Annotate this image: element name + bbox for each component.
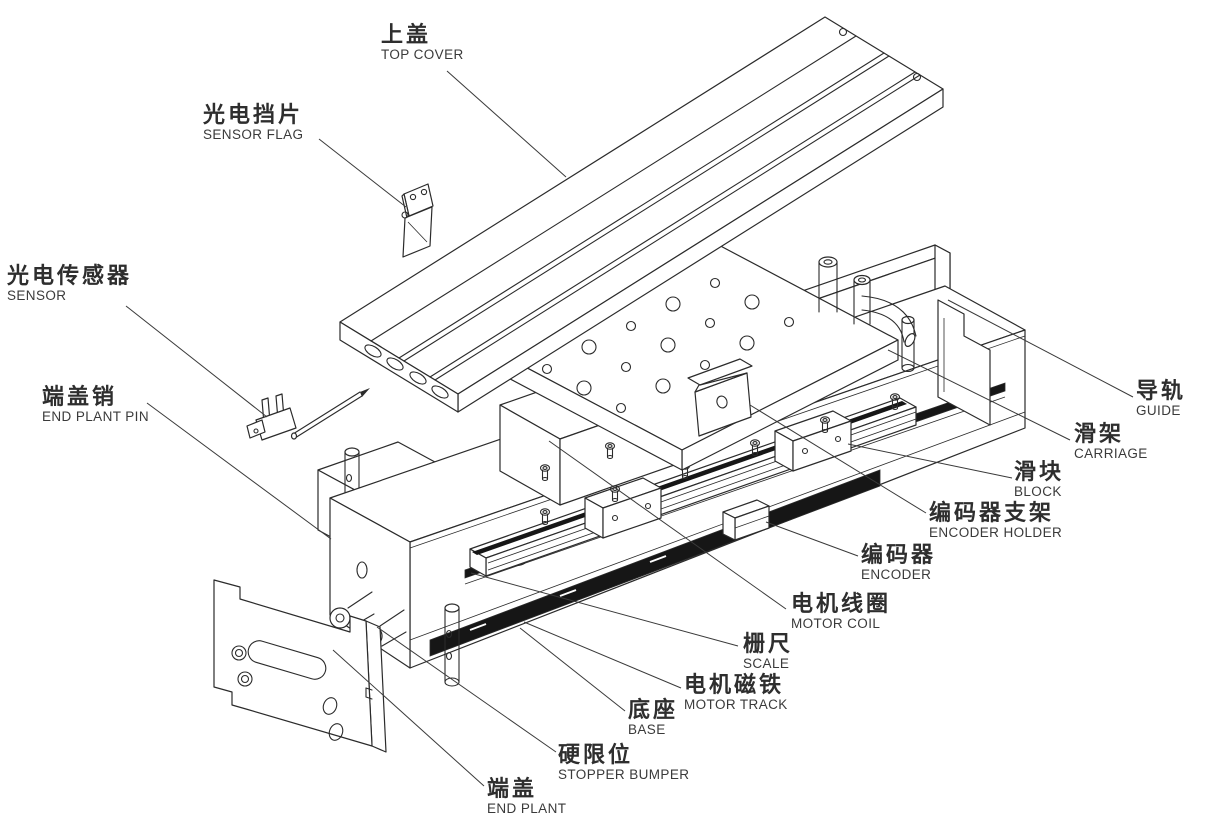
front-pin-part xyxy=(444,603,460,687)
label-scale-en: SCALE xyxy=(743,656,790,671)
label-motor-coil-en: MOTOR COIL xyxy=(791,616,881,631)
label-motor-track-en: MOTOR TRACK xyxy=(684,697,788,712)
leader-encoder-holder xyxy=(749,404,927,514)
leader-carriage xyxy=(887,349,1071,441)
leader-scale xyxy=(470,572,739,647)
label-end-plant-en: END PLANT xyxy=(487,801,567,816)
carriage-bushings xyxy=(818,256,871,325)
label-sensor-en: SENSOR xyxy=(7,288,67,303)
label-encoder-en: ENCODER xyxy=(861,567,932,582)
label-encoder-holder-en: ENCODER HOLDER xyxy=(929,525,1063,540)
leader-guide xyxy=(947,299,1134,398)
leader-encoder xyxy=(765,521,859,557)
sensor-flag-part xyxy=(401,183,434,258)
label-base-zh: 底座 xyxy=(628,697,679,722)
leader-base xyxy=(519,627,626,712)
encoder-part xyxy=(722,499,770,541)
label-sensor-flag-en: SENSOR FLAG xyxy=(203,127,304,142)
label-end-plant-pin-en: END PLANT PIN xyxy=(42,409,149,424)
leader-block xyxy=(847,443,1013,479)
carriage-part xyxy=(496,241,917,471)
leader-sensor xyxy=(125,305,268,418)
label-scale-zh: 栅尺 xyxy=(743,631,794,656)
label-sensor-zh: 光电传感器 xyxy=(7,263,133,288)
label-end-plant-zh: 端盖 xyxy=(487,776,538,801)
label-motor-coil-zh: 电机线圈 xyxy=(791,591,892,616)
label-guide-en: GUIDE xyxy=(1136,403,1181,418)
label-carriage-zh: 滑架 xyxy=(1074,421,1125,446)
label-encoder-zh: 编码器 xyxy=(861,542,937,567)
label-end-plant-pin-zh: 端盖销 xyxy=(42,384,118,409)
label-encoder-holder-zh: 编码器支架 xyxy=(929,500,1055,525)
end-plate-part xyxy=(213,579,387,753)
label-block-en: BLOCK xyxy=(1014,484,1062,499)
label-sensor-flag-zh: 光电挡片 xyxy=(203,102,304,127)
label-stopper-bumper-en: STOPPER BUMPER xyxy=(558,767,690,782)
encoder-holder-part xyxy=(687,358,753,437)
rail-block-2 xyxy=(774,410,852,472)
leader-end-plant xyxy=(332,649,485,787)
label-block-zh: 滑块 xyxy=(1014,459,1065,484)
leader-motor-coil xyxy=(548,440,787,610)
label-guide-zh: 导轨 xyxy=(1136,378,1187,403)
leader-sensor-flag xyxy=(318,138,407,208)
label-motor-track-zh: 电机磁铁 xyxy=(684,672,785,697)
leader-end-plant-pin xyxy=(146,402,332,540)
leader-stopper-bumper xyxy=(376,626,557,753)
sensor-part xyxy=(246,388,370,441)
leader-motor-track xyxy=(523,621,682,689)
label-carriage-en: CARRIAGE xyxy=(1074,446,1148,461)
cable-guide xyxy=(861,295,917,347)
label-base-en: BASE xyxy=(628,722,666,737)
top-cover-part xyxy=(339,16,944,413)
leader-lines xyxy=(125,70,1134,787)
label-stopper-bumper-zh: 硬限位 xyxy=(558,742,634,767)
leader-top-cover xyxy=(446,70,567,178)
label-top-cover-en: TOP COVER xyxy=(381,47,464,62)
label-top-cover-zh: 上盖 xyxy=(381,22,432,47)
